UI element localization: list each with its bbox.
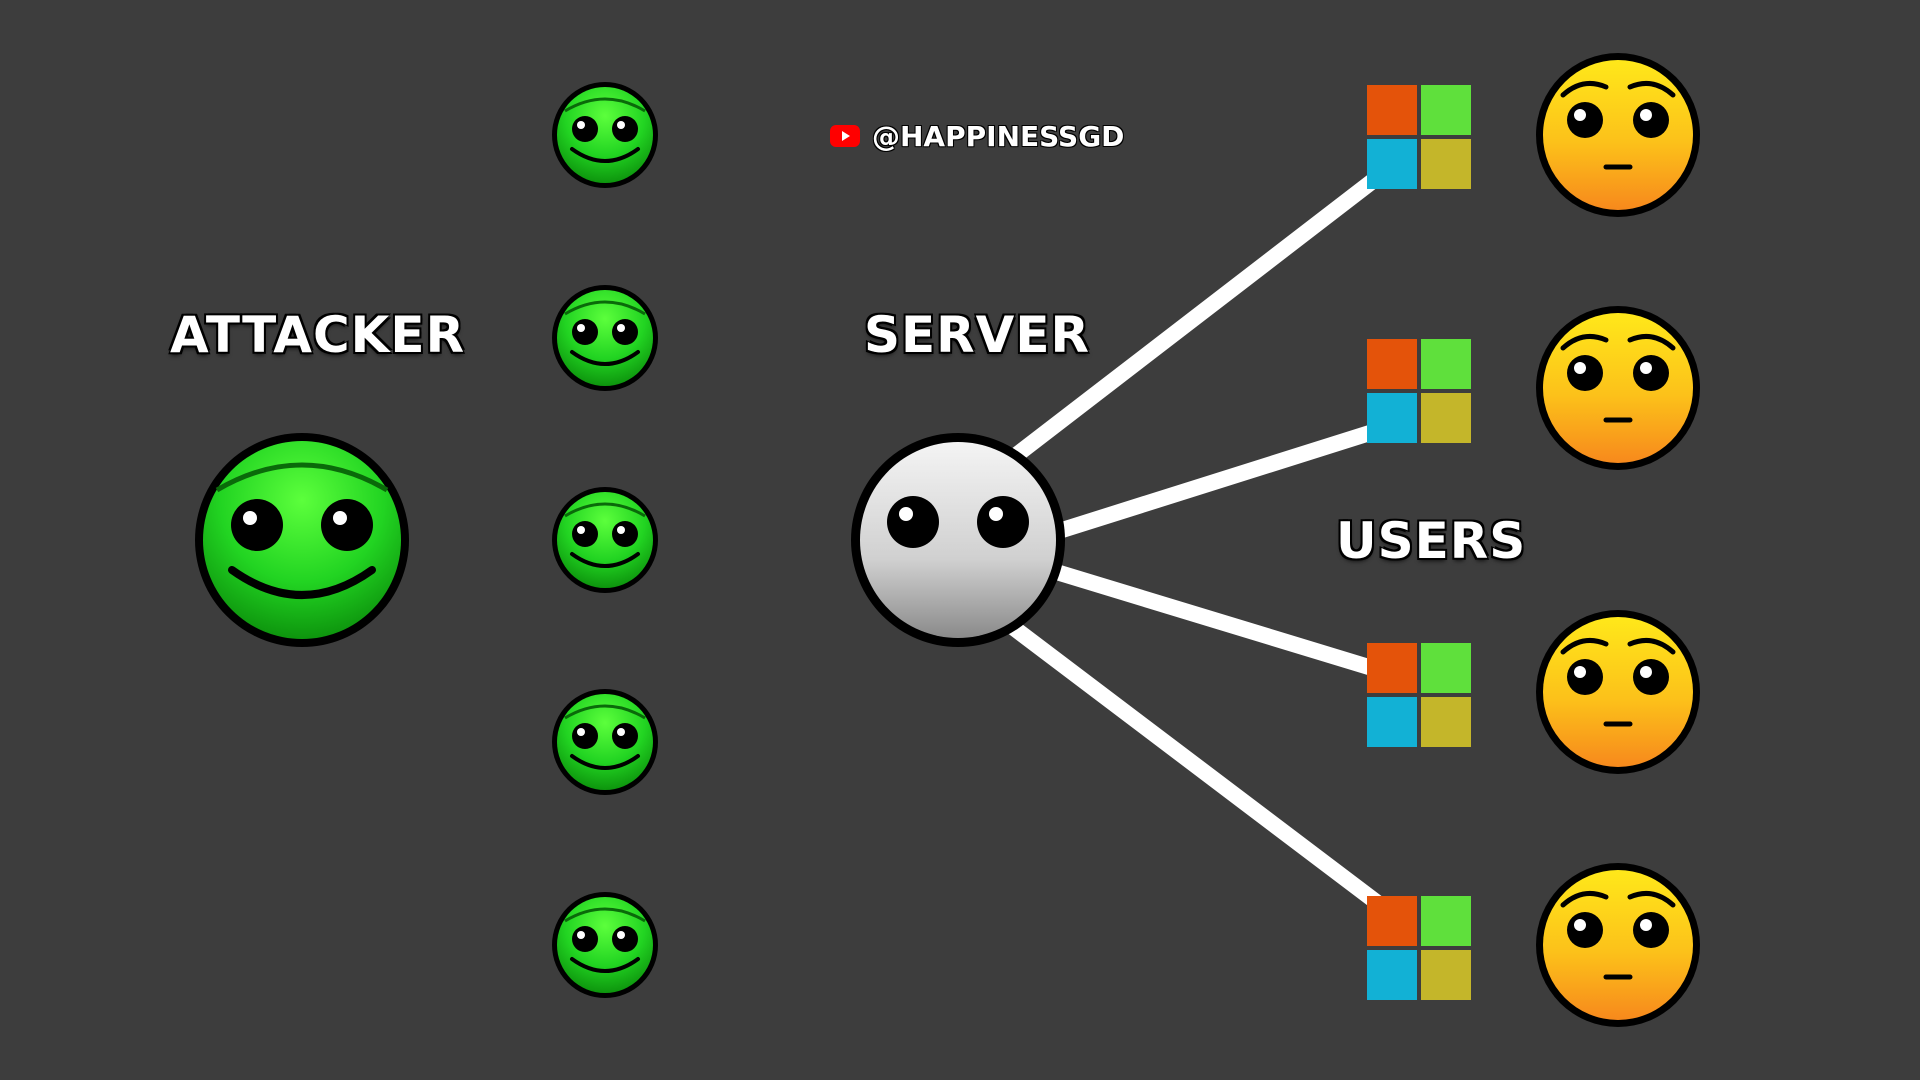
user-face-icon xyxy=(1536,306,1700,470)
server-face-icon xyxy=(851,433,1065,647)
windows-logo-icon xyxy=(1367,896,1471,1000)
user-face-icon xyxy=(1536,610,1700,774)
bot-face-icon xyxy=(552,487,658,593)
edge-server-windows-3 xyxy=(1032,559,1403,683)
bot-face-icon xyxy=(552,892,658,998)
user-face-icon xyxy=(1536,863,1700,1027)
windows-logo-icon xyxy=(1367,85,1471,189)
attacker-face-icon xyxy=(195,433,409,647)
server-label: SERVER xyxy=(864,306,1091,364)
bot-face-icon xyxy=(552,689,658,795)
bot-face-icon xyxy=(552,285,658,391)
users-column xyxy=(1536,53,1700,1027)
connectors xyxy=(1002,152,1408,928)
windows-logo-icon xyxy=(1367,643,1471,747)
edge-server-windows-1 xyxy=(1002,152,1408,468)
bots-column xyxy=(552,82,658,998)
user-face-icon xyxy=(1536,53,1700,217)
edge-server-windows-2 xyxy=(1032,417,1403,545)
attacker-label: ATTACKER xyxy=(170,306,466,364)
windows-logo-icon xyxy=(1367,339,1471,443)
bot-face-icon xyxy=(552,82,658,188)
youtube-icon xyxy=(830,125,860,147)
channel-handle: @HAPPINESSGD xyxy=(872,119,1125,153)
channel-watermark: @HAPPINESSGD xyxy=(830,118,1124,154)
users-label: USERS xyxy=(1336,512,1527,570)
windows-logos xyxy=(1367,85,1471,1000)
edge-server-windows-4 xyxy=(1002,617,1408,928)
